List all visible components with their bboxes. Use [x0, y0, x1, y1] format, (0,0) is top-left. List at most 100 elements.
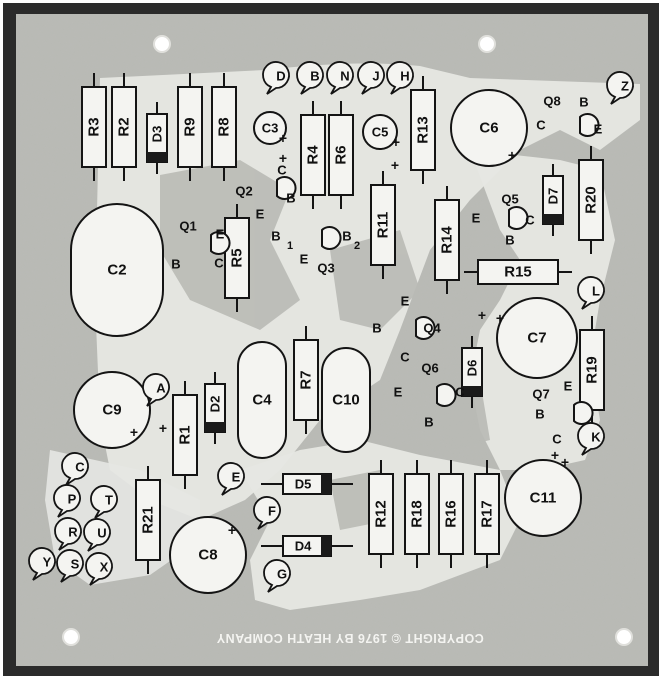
transistor-label: Q1 [179, 219, 196, 234]
resistor-r20: R20 [578, 146, 604, 254]
resistor-r17: R17 [474, 460, 500, 568]
resistor-label: R14 [439, 226, 456, 254]
transistor-q2: Q2 C E B [235, 163, 297, 222]
resistor-label: R6 [333, 145, 350, 164]
diode-d2: D2 [204, 372, 226, 444]
polarity-plus-mark: + [392, 134, 400, 150]
resistor-r15: R15 [464, 259, 572, 285]
capacitor-c6: C6+ [450, 89, 528, 167]
connection-point-label: N [340, 69, 349, 84]
capacitor-label: C2 [107, 262, 126, 279]
copyright-text: COPYRIGHT © 1976 BY HEATH COMPANY [216, 631, 484, 645]
connection-point-pad: G [263, 559, 291, 593]
transistor-pin-label: B [342, 229, 351, 244]
resistor-label: R3 [86, 117, 103, 136]
resistor-r12: R12 [368, 460, 394, 568]
resistor-label: R7 [298, 370, 315, 389]
transistor-pin-label: B [372, 321, 381, 336]
capacitor-label: C7 [527, 330, 546, 347]
mounting-holes [62, 35, 633, 646]
transistor-pin-label: C [455, 385, 465, 400]
transistor-pin-label: C [400, 350, 410, 365]
capacitor-c5: C5+ [362, 114, 400, 150]
connection-point-pad: R [54, 517, 82, 551]
connection-point-label: T [105, 493, 113, 508]
resistor-label: R9 [182, 117, 199, 136]
resistor-label: R12 [373, 500, 390, 528]
connection-point-pad: N [326, 61, 354, 95]
polarity-plus-mark: + [130, 424, 138, 440]
diode-label: D2 [208, 396, 223, 413]
diode-label: D6 [465, 360, 480, 377]
transistor-pin-label: E [594, 122, 603, 137]
resistor-label: R11 [375, 212, 392, 239]
transistor-pin-label: B [171, 257, 180, 272]
transistor-pin-label: B [424, 415, 433, 430]
polarity-plus-mark: + [159, 420, 167, 436]
polarity-plus-mark: + [478, 307, 486, 323]
connection-point-label: U [97, 526, 106, 541]
diode-label: D5 [295, 477, 312, 492]
connection-point-pad: S [56, 549, 84, 583]
resistor-label: R20 [583, 186, 600, 214]
capacitor-label: C6 [479, 120, 498, 137]
transistor-q4: Q4 E B C [372, 294, 441, 365]
transistor-label: Q6 [421, 361, 438, 376]
resistor-r2: R2 [111, 73, 137, 181]
transistor-pin-label: E [300, 252, 309, 267]
transistor-pin-label: C [277, 163, 287, 178]
connection-point-label: D [276, 69, 285, 84]
transistor-pin-label: C [552, 432, 562, 447]
resistor-label: R21 [140, 506, 157, 534]
capacitor-label: C11 [530, 490, 557, 507]
transistor-label: Q8 [543, 94, 560, 109]
resistor-r18: R18 [404, 460, 430, 568]
connection-point-label: E [232, 470, 241, 485]
mounting-hole [478, 35, 496, 53]
transistor-pin-label: B [535, 407, 544, 422]
transistor-label: Q4 [423, 321, 441, 336]
connection-point-label: J [372, 69, 379, 84]
resistor-r7: R7 [293, 326, 319, 434]
transistor-pin-label: E [216, 227, 225, 242]
diode-d4: D4 [261, 535, 353, 557]
transistor-label: Q2 [235, 184, 252, 199]
transistor-pin-label: E [256, 207, 265, 222]
resistor-r19: R19 [579, 316, 605, 424]
transistor-pin-label: B [286, 191, 295, 206]
connection-point-label: Z [621, 79, 629, 94]
resistor-label: R17 [479, 500, 496, 528]
resistor-r6: R6 [328, 101, 354, 209]
connection-point-label: H [400, 69, 409, 84]
capacitor-label: C5 [372, 125, 389, 140]
transistor-pin-label: B [505, 233, 514, 248]
resistor-r8: R8 [211, 73, 237, 181]
diode-d3: D3 [146, 102, 168, 174]
connection-point-pad: F [253, 496, 281, 530]
polarity-plus-mark: + [279, 150, 287, 166]
resistor-r21: R21 [135, 466, 161, 574]
connection-point-label: A [156, 381, 166, 396]
resistor-r14: R14 [434, 186, 460, 294]
transistor-pin-label: E [401, 294, 410, 309]
mounting-hole [153, 35, 171, 53]
transistor-label: Q5 [501, 192, 518, 207]
resistor-r13: R13 [410, 76, 436, 184]
capacitor-c9: C9+ [73, 371, 151, 449]
polarity-plus-mark: + [496, 310, 504, 326]
transistor-pin-label: 1 [287, 240, 293, 252]
diode-d6: D6 [461, 336, 483, 408]
transistor-pin-label: C [536, 118, 546, 133]
capacitor-label: C4 [252, 392, 272, 409]
polarity-plus-mark: + [228, 522, 236, 538]
resistor-r9: R9 [177, 73, 203, 181]
resistor-r5: R5 [224, 204, 250, 312]
capacitor-c11: C11+ [504, 454, 582, 537]
capacitor-label: C8 [198, 547, 217, 564]
